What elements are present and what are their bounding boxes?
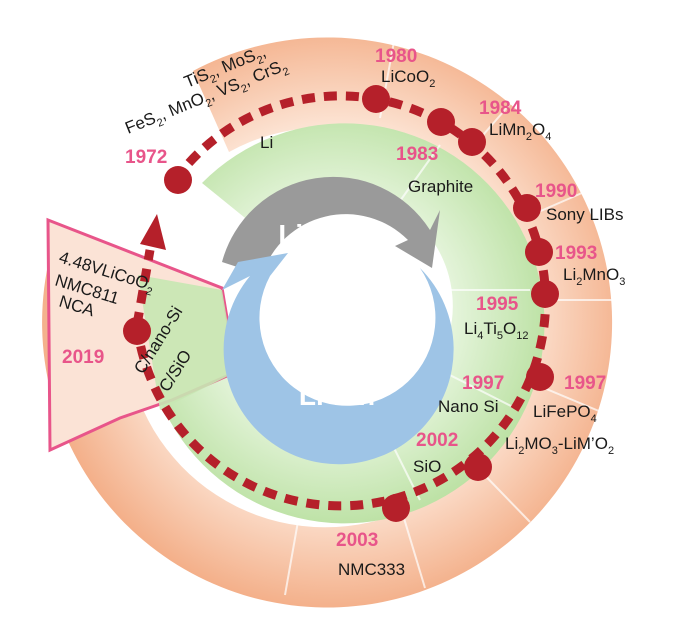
anode-ring xyxy=(150,123,545,524)
anode-graphite: Graphite xyxy=(408,177,473,196)
node-1993 xyxy=(525,238,553,266)
year-1995: 1995 xyxy=(476,294,519,315)
year-1993: 1993 xyxy=(555,243,597,264)
year-2003: 2003 xyxy=(336,530,378,551)
cathode-sony: Sony LIBs xyxy=(546,205,624,224)
year-1990: 1990 xyxy=(535,181,577,202)
node-1980 xyxy=(362,85,390,113)
node-2002 xyxy=(464,453,492,481)
year-1984: 1984 xyxy=(479,98,522,119)
node-1990 xyxy=(513,194,541,222)
timeline-extension xyxy=(132,249,155,326)
anode-li: Li xyxy=(260,133,273,152)
node-1983 xyxy=(427,108,455,136)
cathode-lifepo4: LiFePO4 xyxy=(533,402,597,425)
highlight-2019-anode xyxy=(138,275,236,410)
timeline-arrowhead xyxy=(140,214,166,250)
node-2019 xyxy=(123,317,151,345)
cathode-li2mno3: Li2MnO3 xyxy=(563,265,625,288)
node-1984 xyxy=(458,128,486,156)
year-1980: 1980 xyxy=(375,46,417,67)
year-2019: 2019 xyxy=(62,347,104,368)
li-ion-label: Li-ion xyxy=(299,380,375,411)
node-1972 xyxy=(164,166,192,194)
li-metal-label: Li-metal xyxy=(278,219,385,250)
cathode-li4ti5o12: Li4Ti5O12 xyxy=(464,319,529,342)
year-1972: 1972 xyxy=(125,147,167,168)
node-2003 xyxy=(382,494,410,522)
cathode-li2mo3: Li2MO3-LiM’O2 xyxy=(505,434,614,457)
li-metal-arrow xyxy=(222,176,440,275)
year-1997-cathode: 1997 xyxy=(564,373,606,394)
cathode-limn2o4: LiMn2O4 xyxy=(489,120,551,143)
anode-sio: SiO xyxy=(413,457,441,476)
timeline-nodes xyxy=(123,85,559,522)
cathode-nmc333: NMC333 xyxy=(338,560,405,579)
node-1995 xyxy=(531,280,559,308)
year-1983: 1983 xyxy=(396,144,438,165)
year-2002: 2002 xyxy=(416,430,458,451)
anode-nano-si: Nano Si xyxy=(438,397,498,416)
li-ion-arrow xyxy=(222,253,454,465)
node-1997 xyxy=(526,363,554,391)
cathode-licoo2: LiCoO2 xyxy=(381,67,435,90)
year-1997-anode: 1997 xyxy=(462,373,504,394)
timeline-arc xyxy=(132,91,551,511)
core-hole xyxy=(280,260,390,370)
